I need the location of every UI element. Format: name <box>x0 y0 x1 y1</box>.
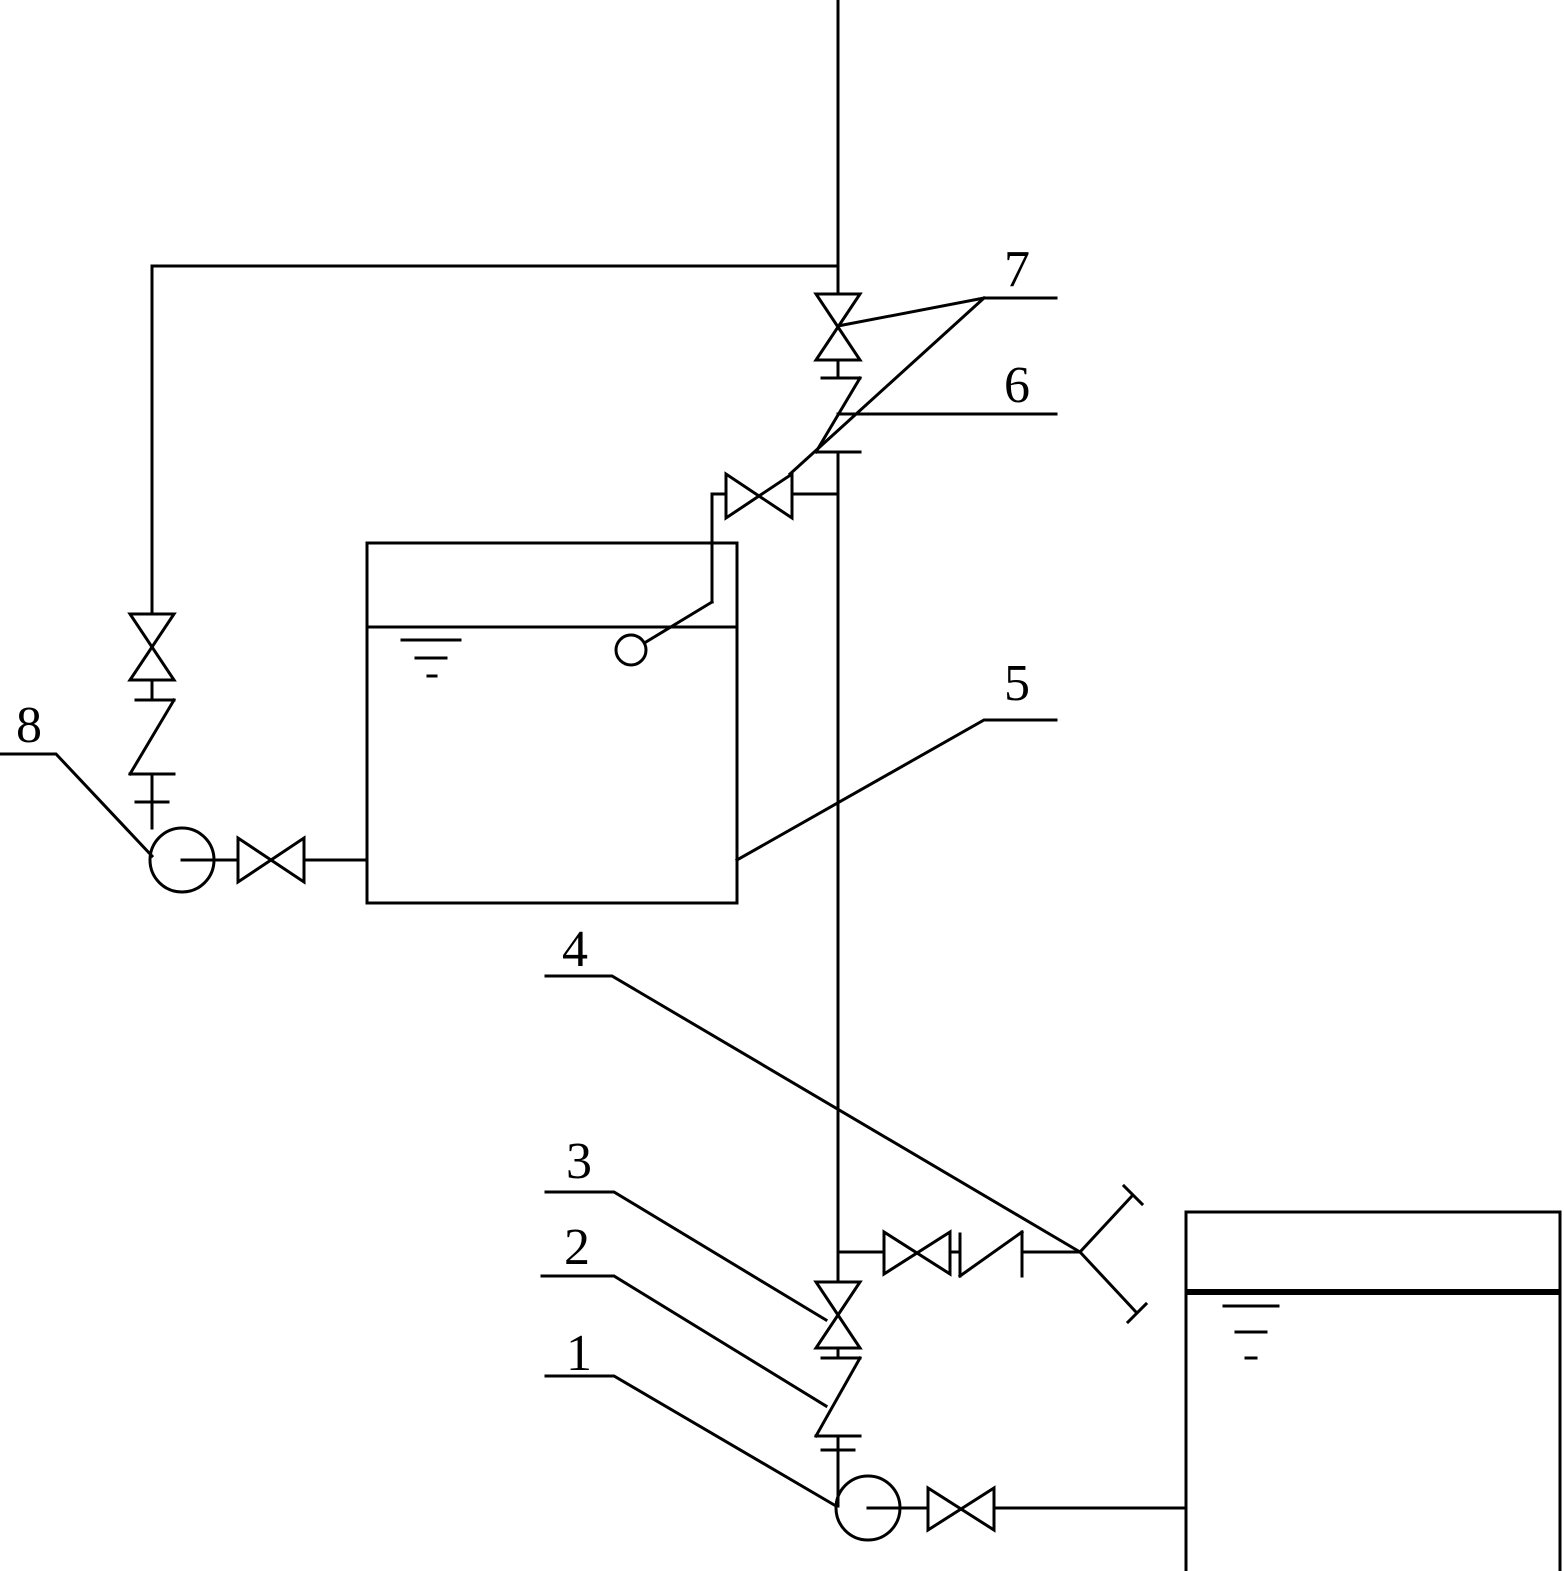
lower-reservoir <box>1184 1210 1562 1571</box>
callout-4: 4 <box>562 921 588 978</box>
callout-5: 5 <box>1004 655 1030 712</box>
water-level-icon <box>1222 1304 1280 1360</box>
upper-distribution-pipe <box>150 264 840 830</box>
bowtie-valve-icon <box>813 1280 863 1350</box>
upper-tank <box>365 541 739 905</box>
callout-leaders <box>0 295 1083 1509</box>
callout-7: 7 <box>1004 241 1030 298</box>
bowtie-valve-icon <box>926 1485 996 1533</box>
callout-1: 1 <box>566 1325 592 1382</box>
zigzag-check-valve-icon <box>127 697 177 777</box>
float-ball-icon <box>614 633 648 667</box>
branch-outlet <box>836 1183 1149 1325</box>
bowtie-valve-icon <box>813 292 863 362</box>
callout-3: 3 <box>566 1133 592 1190</box>
bowtie-valve-icon <box>236 835 306 885</box>
callout-2: 2 <box>564 1219 590 1276</box>
bowtie-valve-icon <box>127 612 177 682</box>
zigzag-check-valve-icon <box>813 1355 863 1439</box>
callout-8: 8 <box>16 697 42 754</box>
callout-6: 6 <box>1004 357 1030 414</box>
water-level-icon <box>400 638 462 678</box>
tank-inlet-branch <box>643 471 840 645</box>
callout-labels: 1 2 3 4 5 6 7 8 <box>16 241 1030 1382</box>
